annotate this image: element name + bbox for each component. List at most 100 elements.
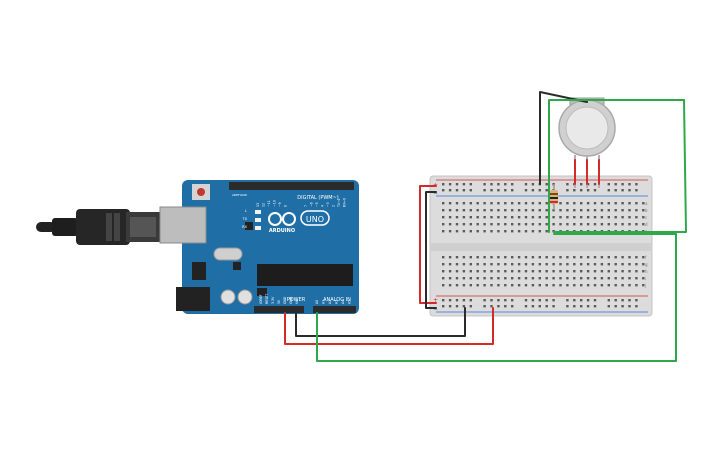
breadboard-hole (490, 256, 493, 259)
breadboard-hole (455, 223, 459, 226)
breadboard-hole (580, 223, 583, 226)
breadboard-hole (462, 230, 466, 233)
breadboard-hole (483, 299, 486, 302)
breadboard-hole (442, 299, 445, 302)
digital-pin-label: ~5 (315, 202, 319, 207)
breadboard-hole (586, 256, 590, 259)
breadboard-hole (511, 277, 514, 280)
breadboard-hole (469, 277, 472, 280)
breadboard-hole (442, 277, 445, 280)
breadboard-hole (469, 230, 472, 233)
breadboard-hole (462, 223, 466, 226)
breadboard-hole (490, 263, 493, 266)
breadboard-hole (628, 270, 631, 273)
breadboard-hole (586, 189, 590, 192)
breadboard-hole (593, 183, 597, 186)
arduino-logo (268, 212, 296, 226)
usb-port (159, 206, 207, 244)
breadboard-hole (483, 305, 486, 308)
breadboard-hole (593, 216, 597, 219)
breadboard-hole (593, 270, 597, 273)
breadboard-hole (504, 305, 507, 308)
breadboard-hole (531, 223, 535, 226)
breadboard-hole (476, 209, 479, 212)
breadboard-hole (621, 183, 624, 186)
digital-pin-label: ~9 (278, 202, 282, 207)
breadboard-hole (448, 305, 452, 308)
breadboard-hole (455, 183, 459, 186)
crystal (213, 247, 243, 261)
breadboard-hole (455, 209, 459, 212)
breadboard-hole (462, 209, 466, 212)
resistor (550, 184, 558, 210)
breadboard-hole (559, 202, 562, 205)
breadboard-hole (559, 277, 562, 280)
breadboard-hole (538, 256, 541, 259)
breadboard-hole (614, 299, 617, 302)
breadboard-hole (607, 305, 610, 308)
breadboard-hole (524, 270, 528, 273)
row-letter: b (645, 208, 648, 213)
breadboard-hole (469, 305, 472, 308)
breadboard-hole (573, 216, 576, 219)
breadboard-hole (573, 305, 576, 308)
power-pin-label: RESET (265, 294, 269, 304)
row-letter: a (645, 201, 648, 206)
breadboard-hole (580, 277, 583, 280)
breadboard-hole (552, 284, 555, 287)
breadboard-hole (566, 277, 569, 280)
breadboard-hole (504, 256, 507, 259)
breadboard-hole (448, 263, 452, 266)
digital-label: DIGITAL (PWM~) (297, 195, 339, 201)
breadboard-hole (545, 202, 548, 205)
usb-cable (36, 209, 160, 245)
breadboard-hole (593, 202, 597, 205)
breadboard-hole (628, 284, 631, 287)
breadboard-hole (600, 270, 604, 273)
breadboard-hole (448, 277, 452, 280)
breadboard-hole (531, 209, 535, 212)
breadboard-hole (524, 209, 528, 212)
breadboard-hole (621, 270, 624, 273)
breadboard-hole (455, 277, 459, 280)
breadboard-hole (559, 284, 562, 287)
wire-gnd-black (295, 307, 466, 337)
breadboard-hole (593, 189, 597, 192)
breadboard-hole (531, 183, 535, 186)
reset-button-cap[interactable] (197, 188, 205, 196)
breadboard-hole (497, 299, 500, 302)
breadboard-hole (566, 305, 569, 308)
breadboard-hole (545, 183, 548, 186)
breadboard-hole (628, 263, 631, 266)
breadboard-hole (566, 209, 569, 212)
breadboard-hole (455, 189, 459, 192)
breadboard-hole (497, 209, 500, 212)
breadboard-hole (511, 202, 514, 205)
breadboard-hole (442, 216, 445, 219)
breadboard-hole (593, 299, 597, 302)
breadboard-hole (580, 284, 583, 287)
breadboard-hole (545, 277, 548, 280)
breadboard-hole (538, 209, 541, 212)
breadboard-hole (635, 263, 638, 266)
breadboard-hole (497, 305, 500, 308)
power-pin-label: GND (283, 296, 287, 304)
breadboard-hole (545, 256, 548, 259)
breadboard-hole (621, 223, 624, 226)
breadboard-hole (490, 299, 493, 302)
breadboard-hole (580, 216, 583, 219)
breadboard-hole (580, 256, 583, 259)
breadboard-hole (538, 230, 541, 233)
breadboard-hole (586, 263, 590, 266)
digital-pin-label: 12 (262, 203, 266, 207)
analog-pin-label: A1 (322, 300, 326, 304)
breadboard-hole (635, 299, 638, 302)
breadboard-hole (511, 305, 514, 308)
power-header (254, 306, 304, 313)
breadboard-hole (469, 216, 472, 219)
breadboard-hole (600, 216, 604, 219)
breadboard-hole (642, 284, 645, 287)
breadboard-hole (580, 202, 583, 205)
breadboard-hole (476, 230, 479, 233)
breadboard-hole (442, 209, 445, 212)
